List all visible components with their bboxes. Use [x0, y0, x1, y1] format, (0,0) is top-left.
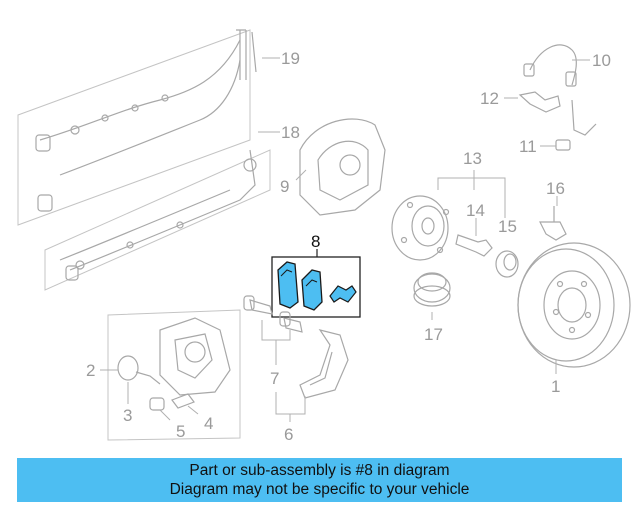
callout-19: 19	[281, 49, 300, 68]
callout-5: 5	[176, 422, 185, 441]
callout-10: 10	[592, 51, 611, 70]
caliper-panel	[100, 309, 241, 441]
brake-pad-set-8	[271, 249, 361, 318]
callout-4: 4	[204, 414, 213, 433]
brake-hose-10	[523, 44, 590, 87]
callout-15: 15	[498, 217, 517, 236]
callout-14: 14	[466, 201, 485, 220]
callout-3: 3	[123, 406, 132, 425]
callout-16: 16	[546, 179, 565, 198]
brake-disc-1	[517, 242, 631, 374]
callout-13: 13	[463, 149, 482, 168]
wear-sensor-panel-19	[17, 29, 280, 226]
info-banner: Part or sub-assembly is #8 in diagram Di…	[17, 458, 622, 502]
abs-sensor-16	[539, 196, 567, 241]
callout-11: 11	[519, 137, 537, 156]
banner-line-disclaimer: Diagram may not be specific to your vehi…	[169, 481, 470, 498]
callout-12: 12	[480, 89, 499, 108]
backing-plate-9	[295, 118, 386, 216]
callout-2: 2	[86, 361, 95, 380]
wear-sensor-panel-18	[44, 131, 280, 291]
hub-bolt-14	[455, 218, 493, 257]
callout-9: 9	[280, 177, 289, 196]
seal-17	[413, 272, 451, 320]
callout-6: 6	[284, 425, 293, 444]
banner-line-part-number: Part or sub-assembly is #8 in diagram	[189, 462, 450, 479]
clip-12	[504, 91, 561, 113]
dust-cap-15	[495, 250, 519, 278]
callout-1: 1	[551, 377, 560, 396]
wheel-hub-13	[391, 170, 506, 261]
callout-18: 18	[281, 123, 300, 142]
parts-diagram: 19 18 9 10 12 11 13 16 14 15 8 17 1 2 3 …	[17, 29, 631, 444]
callout-17: 17	[424, 325, 443, 344]
brake-line-11	[540, 99, 597, 151]
guide-pin-kit-6-7	[243, 295, 349, 422]
callout-8: 8	[311, 232, 320, 251]
callout-7: 7	[270, 369, 279, 388]
